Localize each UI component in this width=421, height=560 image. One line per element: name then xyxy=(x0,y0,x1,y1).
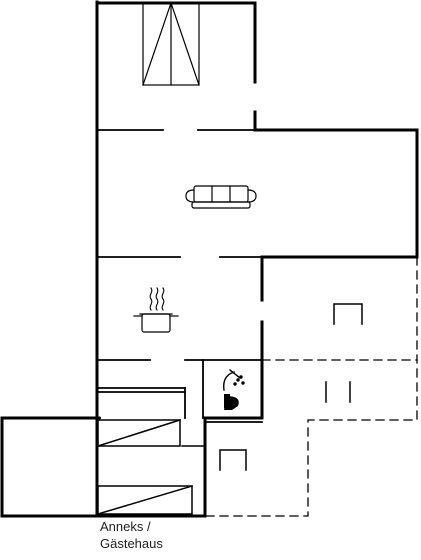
annex-label-line2: Gästehaus xyxy=(100,536,163,551)
terrace-outline xyxy=(204,256,418,517)
toilet-icon xyxy=(224,394,239,410)
sofa-icon xyxy=(185,185,257,209)
table-icon xyxy=(219,303,363,471)
interior-walls xyxy=(39,129,263,423)
steam-icon xyxy=(149,287,165,311)
annex-label-line1: Anneks / xyxy=(100,519,151,534)
annex-label: Anneks / Gästehaus xyxy=(100,518,163,552)
annex-beds xyxy=(97,419,206,515)
shower-icon xyxy=(223,369,245,391)
cooking-pot-icon xyxy=(133,313,179,333)
exterior-walls xyxy=(0,0,419,518)
bed-icon xyxy=(142,2,200,86)
